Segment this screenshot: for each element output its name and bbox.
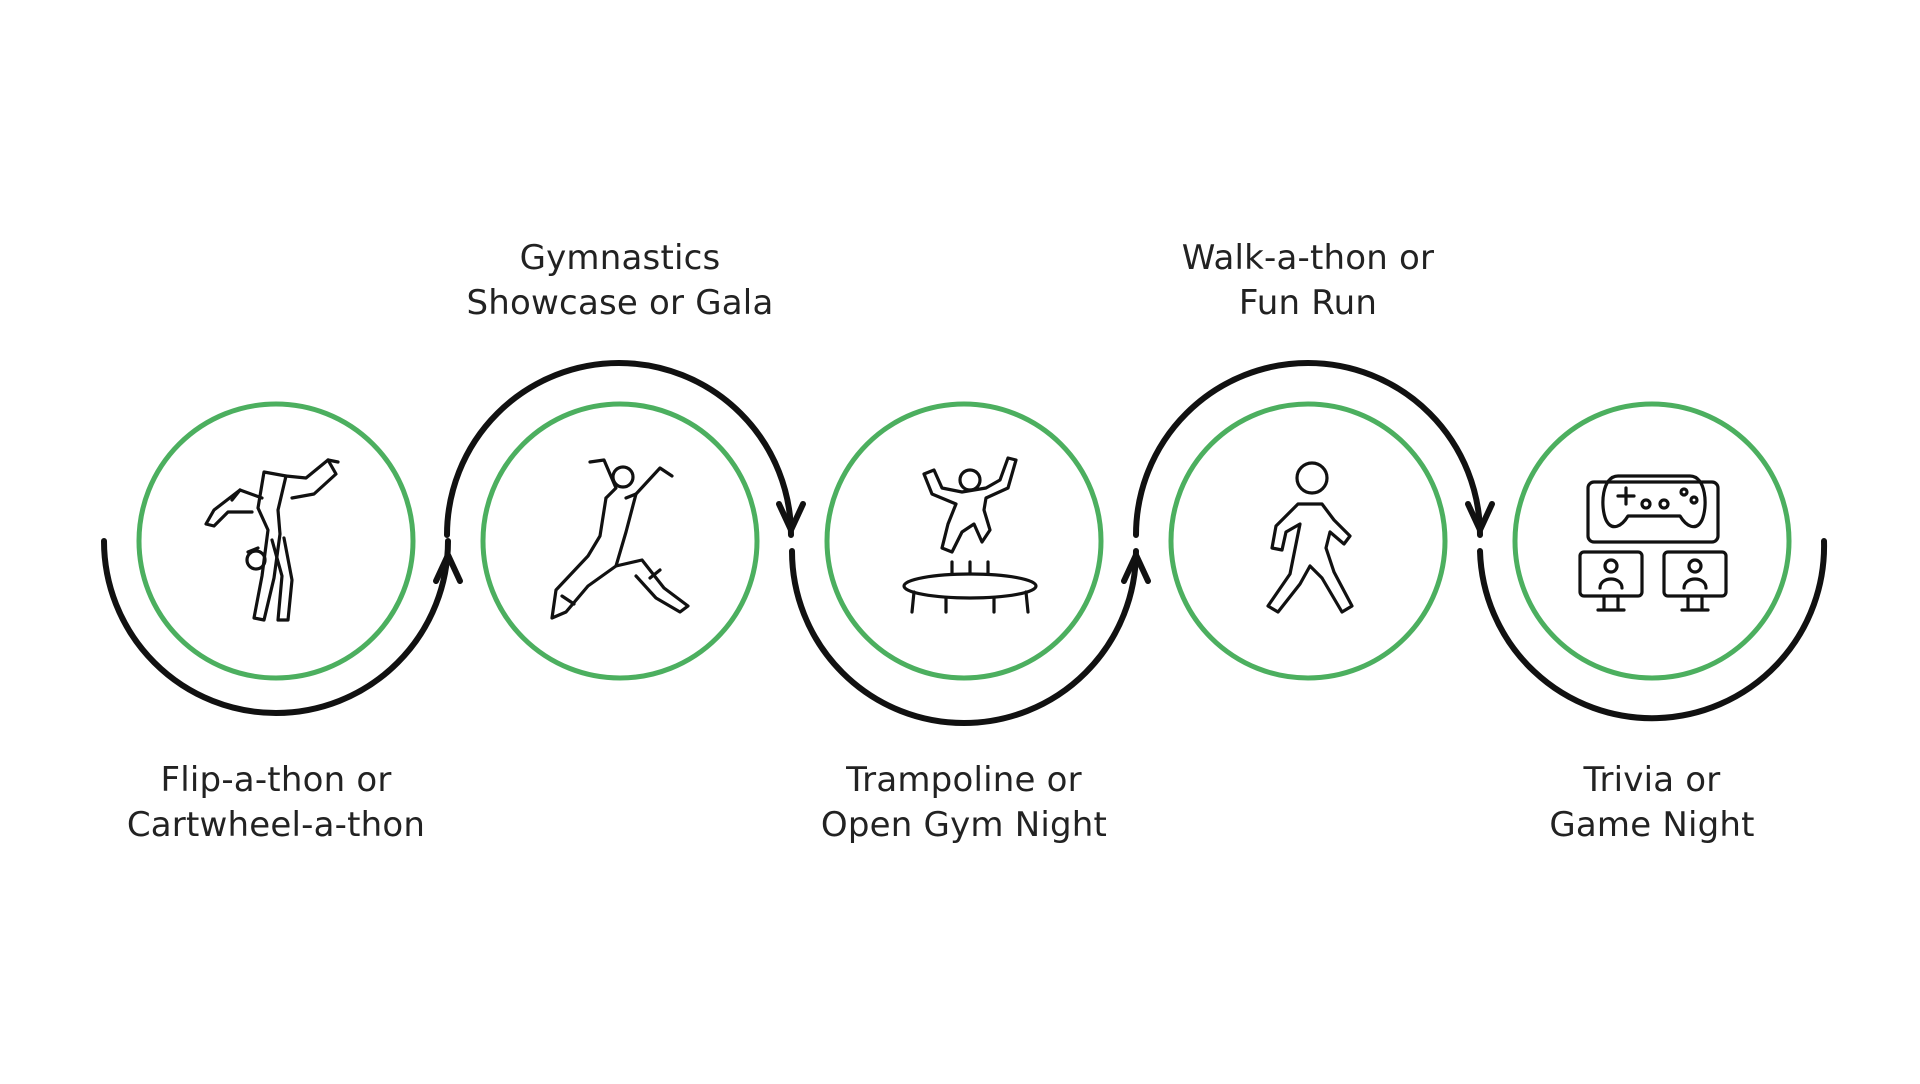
step-label-3-line-2: Open Gym Night xyxy=(820,805,1108,845)
step-label-4: Walk-a-thon or Fun Run xyxy=(1088,236,1528,326)
walking-person-icon xyxy=(1266,461,1354,614)
gymnast-leap-icon xyxy=(550,458,690,620)
step-label-1-line-2: Cartwheel-a-thon xyxy=(126,805,426,845)
connector-arcs xyxy=(101,360,1828,726)
connector-arc-2 xyxy=(444,360,794,538)
step-label-3-line-1: Trampoline or xyxy=(846,760,1082,800)
step-label-2: Gymnastics Showcase or Gala xyxy=(400,236,840,326)
arrow-heads xyxy=(433,501,1495,584)
step-circle-2 xyxy=(480,401,760,681)
trampoline-icon xyxy=(902,456,1038,614)
cartwheel-icon xyxy=(204,458,340,622)
step-circles xyxy=(136,401,1792,681)
step-label-4-line-2: Fun Run xyxy=(1238,283,1378,323)
arrow-up-icon xyxy=(433,552,463,584)
step-label-5: Trivia or Game Night xyxy=(1432,758,1872,848)
step-label-1-line-1: Flip-a-thon or xyxy=(160,760,392,800)
arrow-up-icon xyxy=(1121,552,1151,584)
step-label-2-line-1: Gymnastics xyxy=(519,238,721,278)
connector-arc-1 xyxy=(101,538,451,716)
connector-arc-5 xyxy=(1477,538,1828,721)
arrow-down-icon xyxy=(1465,501,1495,533)
step-circle-3 xyxy=(824,401,1104,681)
step-label-1: Flip-a-thon or Cartwheel-a-thon xyxy=(56,758,496,848)
step-circle-4 xyxy=(1168,401,1448,681)
step-label-5-line-2: Game Night xyxy=(1549,805,1755,845)
step-label-5-line-1: Trivia or xyxy=(1583,760,1721,800)
arrow-down-icon xyxy=(776,501,806,533)
step-circle-5 xyxy=(1512,401,1792,681)
step-label-2-line-2: Showcase or Gala xyxy=(466,283,774,323)
step-circle-1 xyxy=(136,401,416,681)
step-label-3: Trampoline or Open Gym Night xyxy=(744,758,1184,848)
connector-arc-3 xyxy=(789,548,1139,726)
connector-arc-4 xyxy=(1133,360,1483,538)
step-label-4-line-1: Walk-a-thon or xyxy=(1181,238,1435,278)
game-night-icon xyxy=(1578,474,1728,612)
